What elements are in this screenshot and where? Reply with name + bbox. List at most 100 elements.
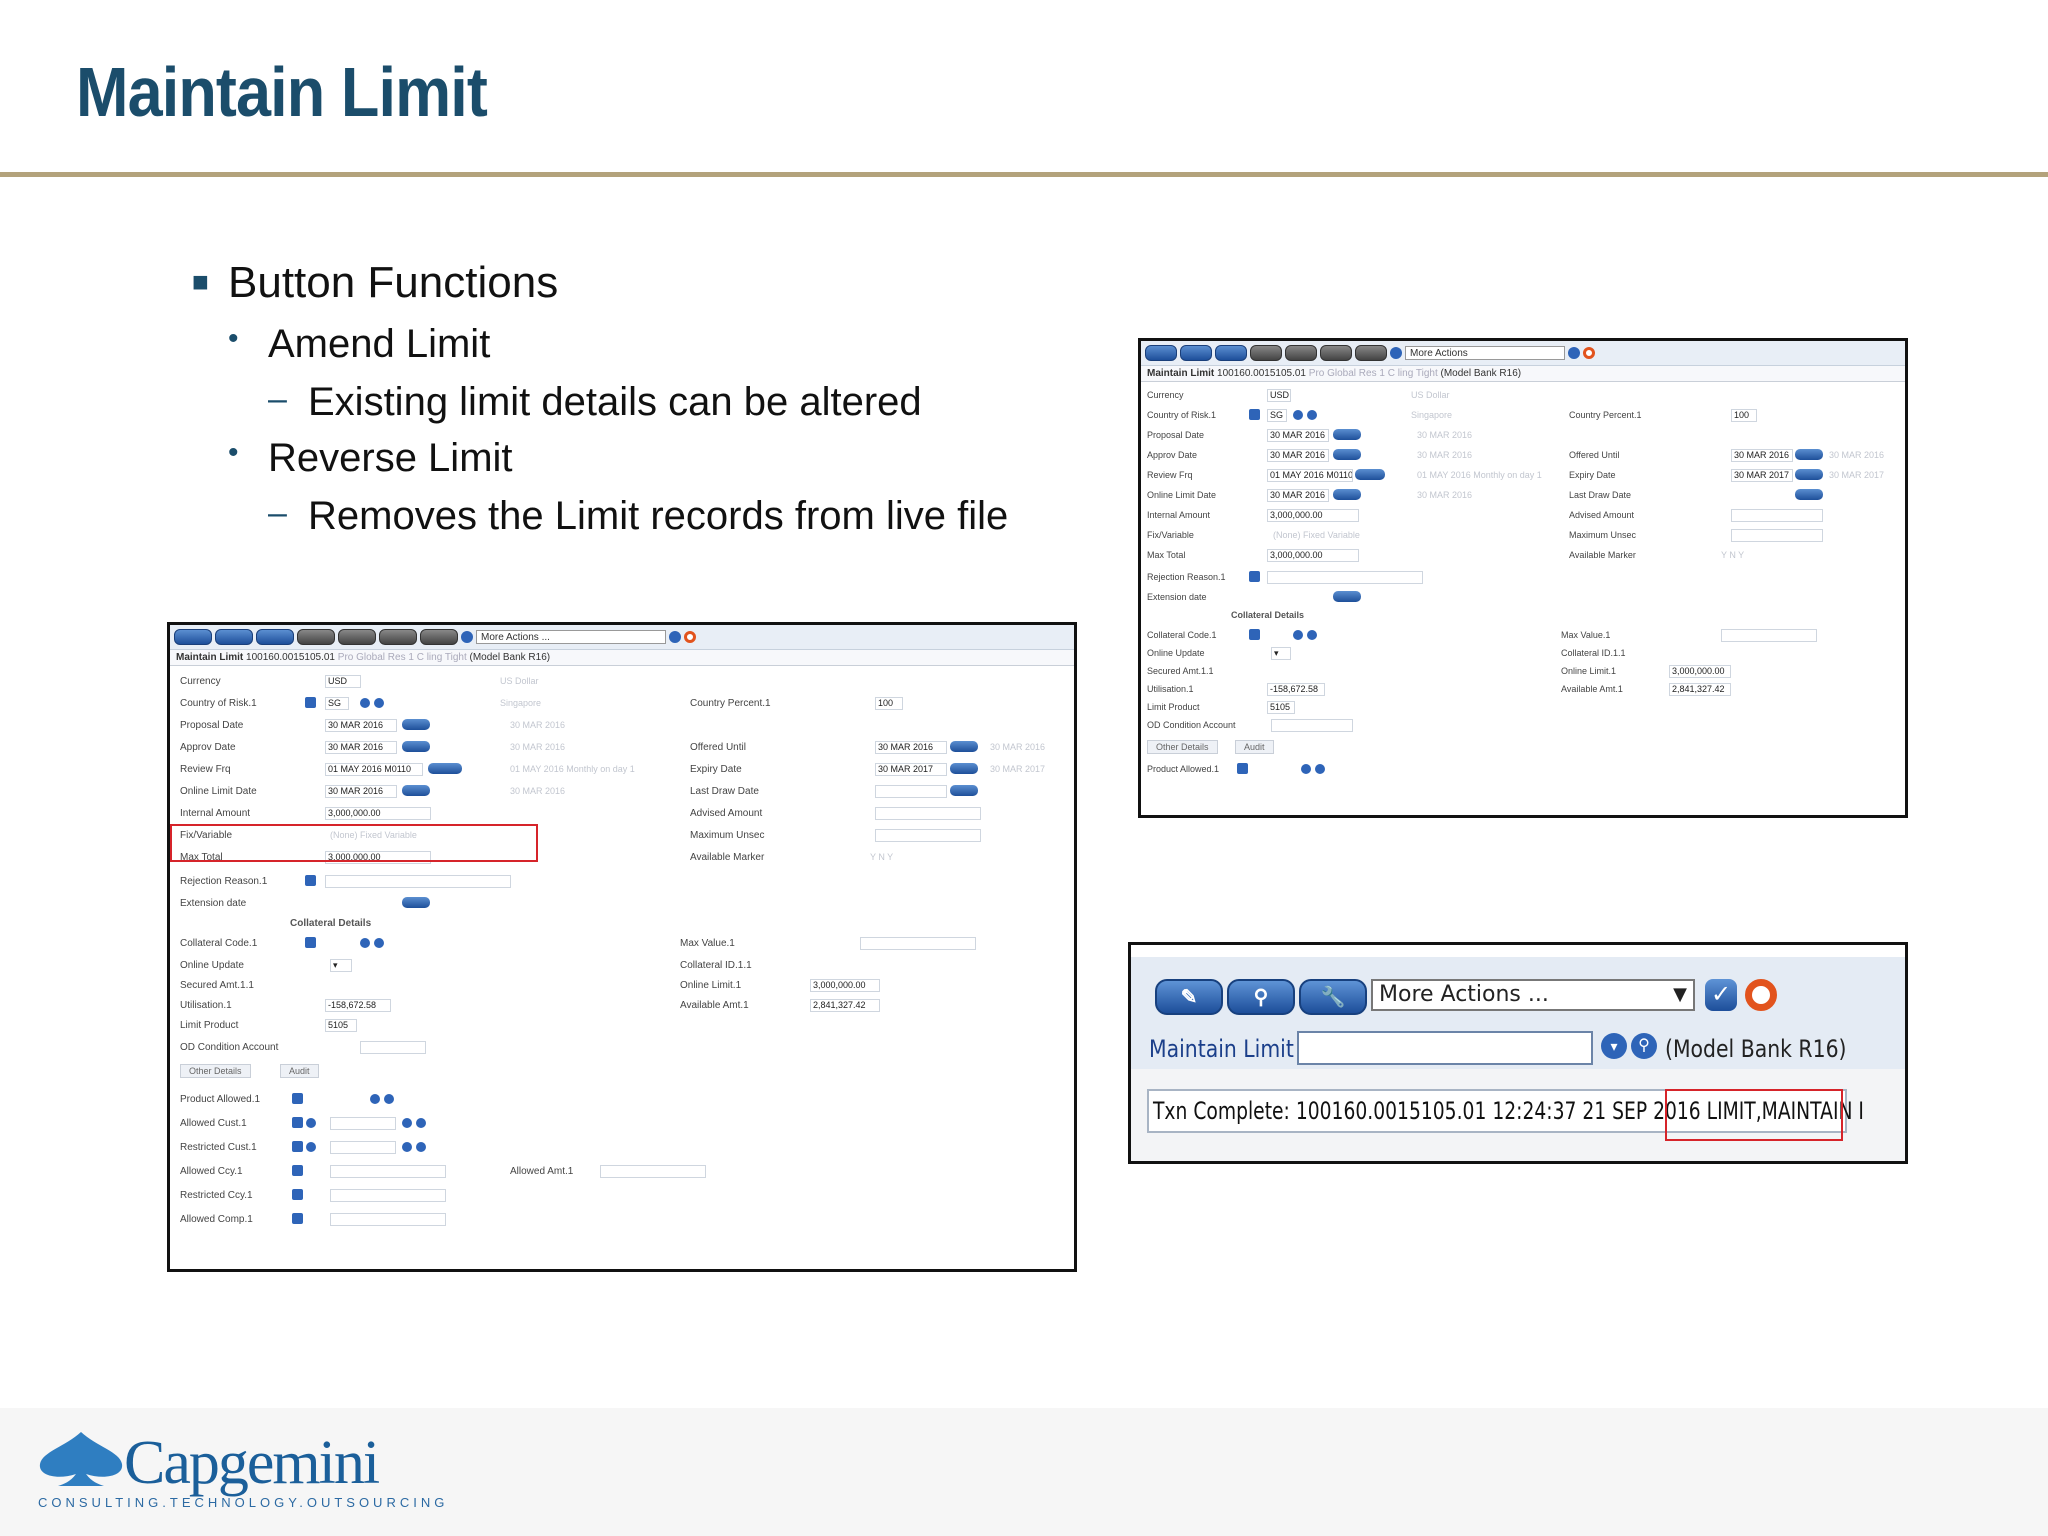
- field-value[interactable]: [330, 1141, 396, 1154]
- field-value[interactable]: [1271, 719, 1353, 732]
- field-value[interactable]: USD: [325, 675, 361, 688]
- hold-button[interactable]: [256, 629, 294, 645]
- search-icon[interactable]: [374, 938, 384, 948]
- field-select[interactable]: ▾: [1271, 647, 1291, 660]
- expand-icon[interactable]: [306, 1118, 316, 1128]
- field-value[interactable]: 100: [1731, 409, 1757, 422]
- expand-icon[interactable]: [1301, 764, 1311, 774]
- lookup-icon[interactable]: [292, 1117, 303, 1128]
- field-value[interactable]: [330, 1189, 446, 1202]
- expand-icon[interactable]: [402, 1118, 412, 1128]
- calendar-icon[interactable]: [402, 897, 430, 908]
- tab-other-details[interactable]: Other Details: [1147, 740, 1218, 754]
- authorise-button[interactable]: [1285, 345, 1317, 361]
- search-icon[interactable]: [1307, 410, 1317, 420]
- lookup-icon[interactable]: [1249, 409, 1260, 420]
- field-value[interactable]: SG: [325, 697, 349, 710]
- field-value[interactable]: 01 MAY 2016 M0110: [325, 763, 423, 776]
- field-value[interactable]: 30 MAR 2017: [1731, 469, 1793, 482]
- back-icon[interactable]: [461, 631, 473, 643]
- calendar-icon[interactable]: [1333, 591, 1361, 602]
- authorise-button[interactable]: [338, 629, 376, 645]
- reverse-button[interactable]: [1320, 345, 1352, 361]
- help-icon[interactable]: [684, 631, 696, 643]
- field-value[interactable]: [875, 785, 947, 798]
- view-button[interactable]: ⚲: [1227, 979, 1295, 1015]
- check-icon[interactable]: ✓: [1705, 979, 1737, 1011]
- calendar-icon[interactable]: [1333, 449, 1361, 460]
- lookup-icon[interactable]: [292, 1093, 303, 1104]
- hold-button[interactable]: [1215, 345, 1247, 361]
- field-value[interactable]: 3,000,000.00: [325, 807, 431, 820]
- back-icon[interactable]: [1390, 347, 1402, 359]
- edit-button[interactable]: ✎: [1155, 979, 1223, 1015]
- calendar-icon[interactable]: [950, 763, 978, 774]
- calendar-icon[interactable]: [402, 719, 430, 730]
- copy-button[interactable]: [420, 629, 458, 645]
- calendar-icon[interactable]: [950, 785, 978, 796]
- delete-button[interactable]: [1250, 345, 1282, 361]
- calendar-icon[interactable]: [1333, 429, 1361, 440]
- record-id-input[interactable]: [1297, 1031, 1593, 1065]
- field-value[interactable]: 30 MAR 2017: [875, 763, 947, 776]
- more-actions-select[interactable]: More Actions: [1405, 346, 1565, 360]
- field-value[interactable]: 3,000,000.00: [1267, 549, 1359, 562]
- copy-button[interactable]: [1355, 345, 1387, 361]
- go-icon[interactable]: [1568, 347, 1580, 359]
- search-icon[interactable]: [1315, 764, 1325, 774]
- tab-audit[interactable]: Audit: [1235, 740, 1274, 754]
- commit-button[interactable]: [174, 629, 212, 645]
- field-value[interactable]: 3,000,000.00: [1267, 509, 1359, 522]
- go-icon[interactable]: [669, 631, 681, 643]
- recurrence-icon[interactable]: [428, 763, 462, 774]
- field-value[interactable]: [330, 1165, 446, 1178]
- lookup-icon[interactable]: [305, 697, 316, 708]
- lookup-icon[interactable]: [292, 1141, 303, 1152]
- calendar-icon[interactable]: [1795, 469, 1823, 480]
- lookup-icon[interactable]: [1249, 571, 1260, 582]
- more-actions-select[interactable]: More Actions ...: [476, 630, 666, 644]
- expand-icon[interactable]: [360, 938, 370, 948]
- delete-button[interactable]: [297, 629, 335, 645]
- field-value[interactable]: [860, 937, 976, 950]
- lookup-icon[interactable]: [292, 1189, 303, 1200]
- calendar-icon[interactable]: [1795, 489, 1823, 500]
- field-value[interactable]: [875, 829, 981, 842]
- help-icon[interactable]: [1583, 347, 1595, 359]
- lifebuoy-help-icon[interactable]: [1745, 979, 1777, 1011]
- commit-button[interactable]: [1145, 345, 1177, 361]
- search-icon[interactable]: [416, 1142, 426, 1152]
- recurrence-icon[interactable]: [1355, 469, 1385, 480]
- lookup-icon[interactable]: [305, 937, 316, 948]
- field-value[interactable]: [360, 1041, 426, 1054]
- search-icon[interactable]: [384, 1094, 394, 1104]
- field-value[interactable]: [330, 1117, 396, 1130]
- field-value[interactable]: [330, 1213, 446, 1226]
- lookup-icon[interactable]: [292, 1213, 303, 1224]
- field-value[interactable]: 30 MAR 2016: [1267, 429, 1329, 442]
- field-value[interactable]: 01 MAY 2016 M0110: [1267, 469, 1353, 482]
- tab-audit[interactable]: Audit: [280, 1064, 319, 1078]
- expand-icon[interactable]: [370, 1094, 380, 1104]
- field-value[interactable]: [600, 1165, 706, 1178]
- calendar-icon[interactable]: [1333, 489, 1361, 500]
- validate-button[interactable]: [1180, 345, 1212, 361]
- field-value[interactable]: 30 MAR 2016: [1267, 489, 1329, 502]
- lookup-icon[interactable]: [292, 1165, 303, 1176]
- field-value[interactable]: 30 MAR 2016: [325, 741, 397, 754]
- field-value[interactable]: 100: [875, 697, 903, 710]
- expand-icon[interactable]: [1293, 410, 1303, 420]
- radio-options[interactable]: Y N Y: [870, 852, 894, 862]
- more-actions-select[interactable]: More Actions ... ▼: [1371, 979, 1695, 1011]
- lookup-icon[interactable]: [305, 875, 316, 886]
- field-value[interactable]: [1267, 571, 1423, 584]
- calendar-icon[interactable]: [1795, 449, 1823, 460]
- field-value[interactable]: 30 MAR 2016: [1267, 449, 1329, 462]
- calendar-icon[interactable]: [950, 741, 978, 752]
- calendar-icon[interactable]: [402, 741, 430, 752]
- lookup-icon[interactable]: [1237, 763, 1248, 774]
- expand-icon[interactable]: [1293, 630, 1303, 640]
- search-icon[interactable]: [374, 698, 384, 708]
- field-value[interactable]: [875, 807, 981, 820]
- expand-icon[interactable]: [402, 1142, 412, 1152]
